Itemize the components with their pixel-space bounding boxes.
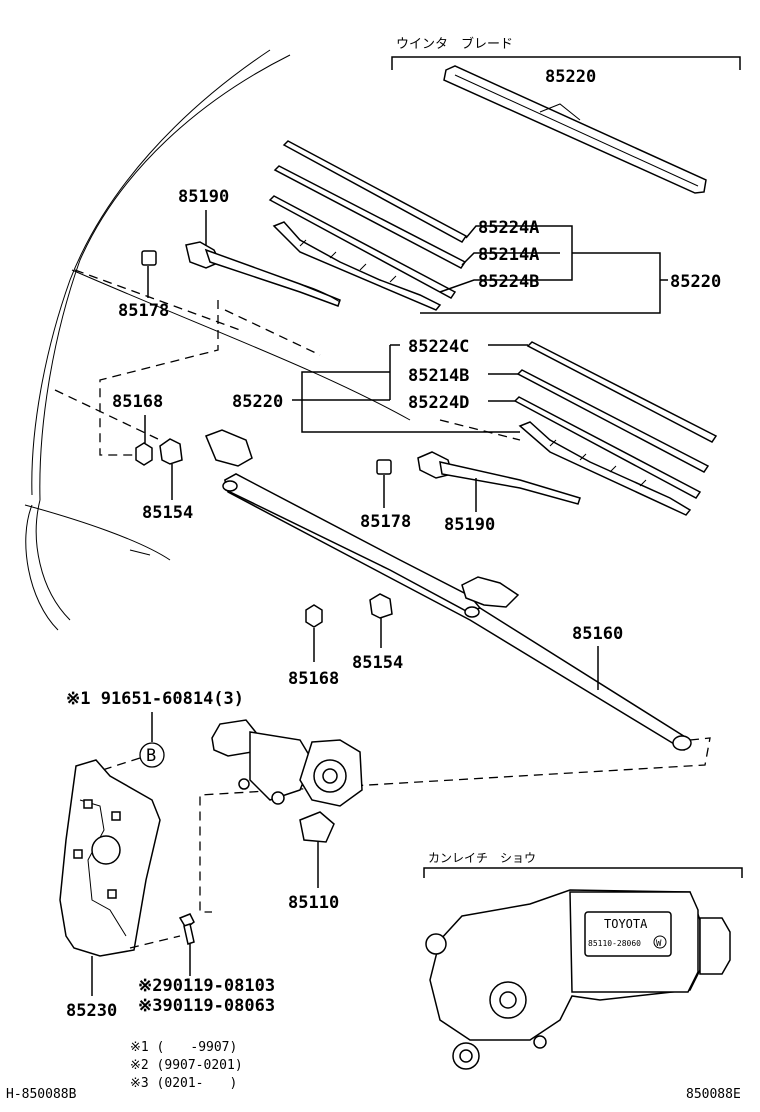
cap-85178-right[interactable] <box>376 459 392 475</box>
part-number-85224B: 85224B <box>478 272 539 292</box>
upper-blade-leaders <box>420 225 668 314</box>
motor-header-label: カンレイチ ショウ <box>428 851 536 865</box>
diagram-code-left: H-850088B <box>6 1087 77 1102</box>
wiper-motor-85110[interactable] <box>211 719 363 843</box>
part-number-85220-mid: 85220 <box>232 392 283 412</box>
screw-label-2: ※290119-08103 <box>138 976 275 996</box>
dashed-link-screw <box>129 935 181 949</box>
part-number-85224D: 85224D <box>408 393 469 413</box>
callout-b-label: B <box>146 746 156 766</box>
screw-90119[interactable] <box>178 913 195 945</box>
plate-mark: W <box>656 939 662 949</box>
part-number-85220-right: 85220 <box>670 272 721 292</box>
part-number-85168-left: 85168 <box>112 392 163 412</box>
bracket-85220-mid-right <box>389 344 400 400</box>
winter-blade-85220[interactable] <box>443 65 707 194</box>
bracket-85220-mid <box>292 371 520 433</box>
wiper-arm-left[interactable] <box>185 241 341 307</box>
footnote-3: ※3 (0201- ) <box>130 1076 237 1091</box>
lower-blade-set[interactable] <box>513 341 718 516</box>
footnote-2: ※2 (9907-0201) <box>130 1058 243 1073</box>
vehicle-body-outline <box>24 49 521 631</box>
toyota-plate: TOYOTA <box>604 917 648 931</box>
lower-blade-leaders <box>488 344 528 402</box>
part-number-85178-left: 85178 <box>118 301 169 321</box>
diagram-code-right: 850088E <box>686 1087 741 1102</box>
blade-header-label: ウインタ ブレード <box>396 36 513 52</box>
wiper-arm-right[interactable] <box>417 451 581 505</box>
part-number-85154-bottom: 85154 <box>352 653 403 673</box>
part-number-85190-left: 85190 <box>178 187 229 207</box>
screw-label-3: ※390119-08063 <box>138 996 275 1016</box>
part-number-85190-right: 85190 <box>444 515 495 535</box>
part-number-85214B: 85214B <box>408 366 469 386</box>
part-number-85160: 85160 <box>572 624 623 644</box>
part-number-85224C: 85224C <box>408 337 469 357</box>
part-number-85220-winter: 85220 <box>545 67 596 87</box>
dashed-link-motor <box>199 737 711 913</box>
part-number-85178-right: 85178 <box>360 512 411 532</box>
nut-85168-bottom[interactable] <box>305 604 323 628</box>
cap-85178-left[interactable] <box>141 250 157 266</box>
upper-blade-set[interactable] <box>268 140 468 311</box>
plate-number: 85110-28060 <box>588 939 641 948</box>
dashed-link-left <box>99 300 219 456</box>
plate-mark-circle <box>653 935 667 949</box>
nut-85168-left[interactable] <box>135 442 153 466</box>
callout-b-circle: B <box>139 742 165 768</box>
part-number-85154-left: 85154 <box>142 503 193 523</box>
motor-bracket-85230[interactable] <box>59 759 161 957</box>
cold-region-motor-group: カンレイチ ショウ TOYOTA 85110-28060 W <box>423 851 743 1070</box>
part-number-85110: 85110 <box>288 893 339 913</box>
cap-85154-left[interactable] <box>159 438 183 465</box>
winter-blade-group: ウインタ ブレード 85220 <box>391 36 741 194</box>
part-number-85214A: 85214A <box>478 245 539 265</box>
part-number-85168-bottom: 85168 <box>288 669 339 689</box>
bolt-ref-label: ※1 91651-60814(3) <box>66 689 244 709</box>
cold-region-motor[interactable] <box>425 889 731 1070</box>
wiper-link-85160[interactable] <box>205 429 692 752</box>
part-number-85224A: 85224A <box>478 218 539 238</box>
footnote-1: ※1 ( -9907) <box>130 1040 237 1055</box>
cap-85154-bottom[interactable] <box>369 593 393 619</box>
part-number-85230: 85230 <box>66 1001 117 1021</box>
